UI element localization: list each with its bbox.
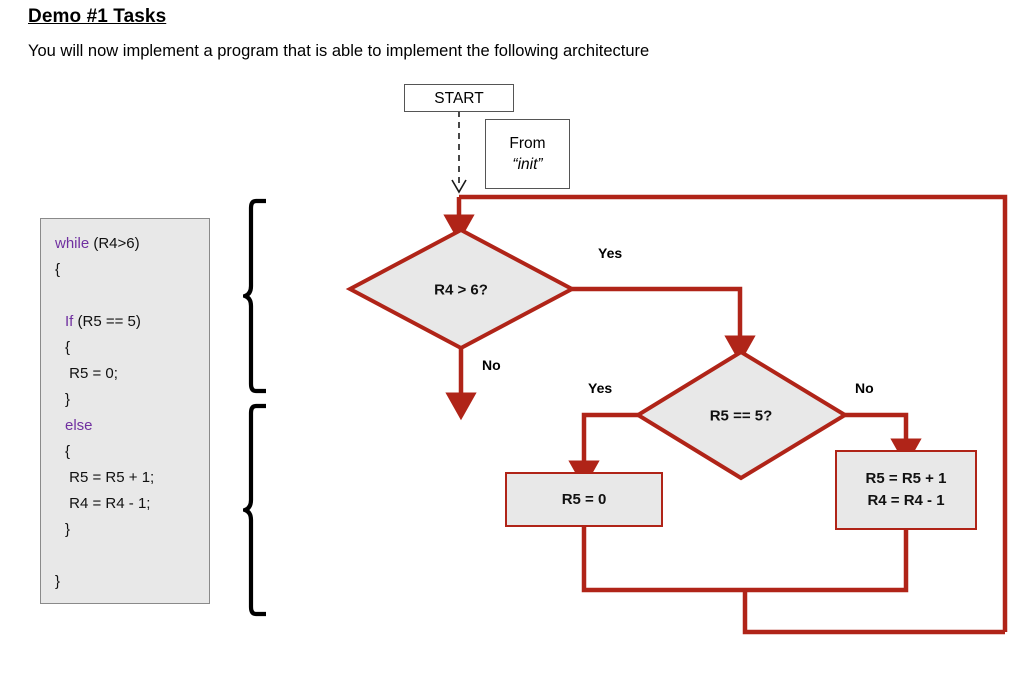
code-text — [55, 547, 59, 564]
page-subtitle: You will now implement a program that is… — [28, 42, 650, 60]
code-line: R5 = 0; — [41, 361, 209, 387]
code-line — [41, 543, 209, 569]
start-box: START — [404, 84, 514, 112]
code-text: (R5 == 5) — [73, 313, 141, 330]
code-line: } — [41, 387, 209, 413]
decision-r4-label: R4 > 6? — [434, 281, 488, 299]
code-text — [93, 417, 97, 434]
from-init-box: From “init” — [485, 119, 570, 189]
edge-label-d1-yes: Yes — [598, 245, 623, 261]
edge-label-d1-no: No — [482, 357, 501, 373]
brace-while-condition-block — [243, 198, 269, 394]
edge-d2-yes — [568, 412, 638, 489]
code-text: } — [65, 391, 71, 408]
code-keyword: while — [55, 235, 90, 252]
code-line: { — [41, 257, 209, 283]
code-text: R4 = R4 - 1; — [65, 495, 151, 512]
process-reset-line1: R5 = 0 — [561, 490, 607, 508]
code-keyword: If — [65, 313, 74, 330]
code-text: { — [65, 339, 71, 356]
from-init-line2: “init” — [512, 156, 543, 173]
process-increment-line1: R5 = R5 + 1 — [865, 470, 947, 487]
start-box-label: START — [434, 89, 484, 107]
page-title: Demo #1 Tasks — [28, 6, 167, 27]
code-line: } — [41, 569, 209, 595]
code-line: } — [41, 517, 209, 543]
code-text: R5 = 0; — [65, 365, 118, 382]
process-increment-box: R5 = R5 + 1 R4 = R4 - 1 — [835, 450, 977, 530]
edge-label-d2-yes: Yes — [588, 380, 613, 396]
code-text — [55, 287, 59, 304]
code-line: while (R4>6) — [41, 231, 209, 257]
code-text: { — [65, 443, 71, 460]
code-line: If (R5 == 5) — [41, 309, 209, 335]
code-line: { — [41, 335, 209, 361]
edge-d2-no — [845, 412, 922, 467]
from-init-line1: From — [509, 135, 546, 152]
code-keyword: else — [65, 417, 93, 434]
edge-start-dashed — [451, 111, 467, 194]
edge-merge — [581, 527, 1005, 635]
code-line: else — [41, 413, 209, 439]
code-line — [41, 283, 209, 309]
code-text: (R4>6) — [89, 235, 140, 252]
code-line: R4 = R4 - 1; — [41, 491, 209, 517]
code-text: } — [65, 521, 71, 538]
edge-label-d2-no: No — [855, 380, 874, 396]
process-reset-box: R5 = 0 — [505, 472, 663, 527]
code-text: } — [55, 573, 61, 590]
code-text: { — [55, 261, 61, 278]
code-line: { — [41, 439, 209, 465]
brace-else-block — [243, 403, 269, 617]
decision-r5-label: R5 == 5? — [709, 407, 773, 425]
code-text: R5 = R5 + 1; — [65, 469, 155, 486]
edge-d1-yes — [572, 286, 756, 364]
pseudocode-block: while (R4>6){ If (R5 == 5){ R5 = 0;}else… — [40, 218, 210, 604]
code-line: R5 = R5 + 1; — [41, 465, 209, 491]
process-increment-line2: R4 = R4 - 1 — [867, 492, 945, 509]
